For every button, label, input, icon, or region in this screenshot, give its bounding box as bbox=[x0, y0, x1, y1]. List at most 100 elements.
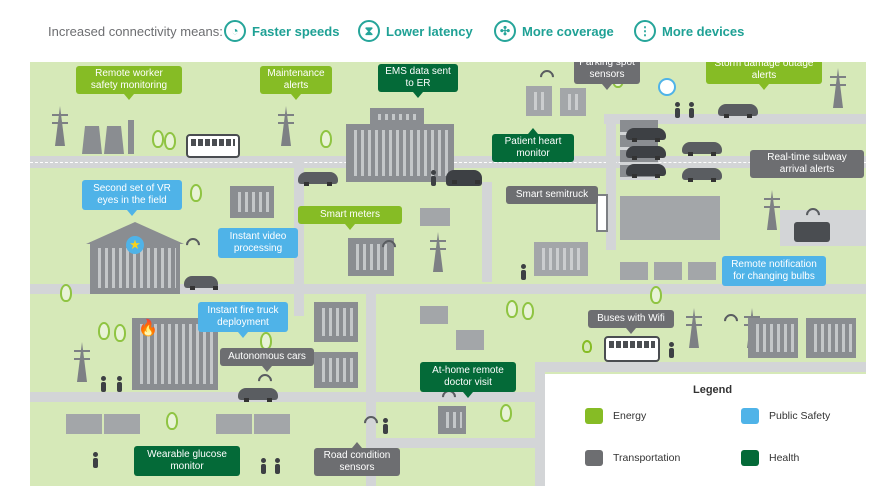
house bbox=[314, 352, 358, 388]
road bbox=[30, 284, 866, 294]
legend-health: Health bbox=[741, 450, 799, 466]
house bbox=[688, 262, 716, 280]
police-station bbox=[90, 242, 180, 294]
legend-energy-swatch bbox=[585, 408, 603, 424]
callout-semitruck: Smart semitruck bbox=[506, 186, 598, 204]
devices-icon: ⋮ bbox=[634, 20, 656, 42]
police-station-roof bbox=[86, 222, 184, 244]
hospital bbox=[346, 124, 454, 182]
store bbox=[534, 242, 588, 276]
road bbox=[604, 114, 866, 124]
tree bbox=[522, 302, 534, 320]
speedometer-icon: ◔ bbox=[224, 20, 246, 42]
apartment-building bbox=[526, 86, 552, 116]
callout-smart-meters: Smart meters bbox=[298, 206, 402, 230]
house bbox=[230, 186, 274, 218]
car bbox=[298, 172, 338, 186]
more-coverage-item: ✣ More coverage bbox=[494, 17, 614, 45]
skateboarder bbox=[92, 452, 98, 468]
house bbox=[748, 318, 798, 358]
callout-bulbs: Remote notification for changing bulbs bbox=[722, 256, 826, 286]
car bbox=[682, 142, 722, 156]
hourglass-icon: ⧗ bbox=[358, 20, 380, 42]
tree bbox=[190, 184, 202, 202]
person bbox=[668, 342, 674, 358]
power-pylon bbox=[52, 106, 68, 146]
person bbox=[674, 102, 680, 118]
expand-icon: ✣ bbox=[494, 20, 516, 42]
power-pylon bbox=[686, 308, 702, 348]
wireless-signal-icon bbox=[361, 413, 381, 433]
header: Increased connectivity means: ◔ Faster s… bbox=[0, 0, 896, 60]
bench bbox=[254, 414, 290, 434]
person bbox=[100, 376, 106, 392]
callout-fire: Instant fire truck deployment bbox=[198, 302, 288, 338]
house bbox=[620, 262, 648, 280]
road bbox=[545, 362, 866, 372]
tree bbox=[506, 300, 518, 318]
tree bbox=[164, 132, 176, 150]
lower-latency-item: ⧗ Lower latency bbox=[358, 17, 473, 45]
person bbox=[116, 376, 122, 392]
more-devices-label: More devices bbox=[662, 23, 745, 39]
tree bbox=[500, 404, 512, 422]
legend-public-safety-swatch bbox=[741, 408, 759, 424]
house bbox=[420, 306, 448, 324]
legend-title: Legend bbox=[693, 384, 733, 396]
road bbox=[366, 284, 376, 486]
house bbox=[456, 330, 484, 350]
house-with-meter bbox=[348, 238, 394, 276]
parked-car bbox=[626, 146, 666, 160]
location-pin-icon bbox=[658, 78, 676, 96]
autonomous-car bbox=[238, 388, 278, 402]
subway-station bbox=[620, 196, 720, 240]
fire-icon: 🔥 bbox=[138, 320, 158, 337]
police-car bbox=[184, 276, 218, 290]
smokestack bbox=[128, 120, 134, 154]
legend: Legend Energy Public Safety Transportati… bbox=[545, 374, 866, 486]
person bbox=[382, 418, 388, 434]
legend-transportation-label: Transportation bbox=[613, 452, 681, 464]
callout-doctor: At-home remote doctor visit bbox=[420, 362, 516, 398]
road bbox=[294, 156, 304, 316]
power-pylon bbox=[830, 68, 846, 108]
person bbox=[260, 458, 266, 474]
tree bbox=[166, 412, 178, 430]
person bbox=[688, 102, 694, 118]
callout-ems: EMS data sent to ER bbox=[378, 64, 458, 98]
callout-glucose: Wearable glucose monitor bbox=[134, 446, 240, 476]
house bbox=[420, 208, 450, 226]
more-devices-item: ⋮ More devices bbox=[634, 17, 744, 45]
doctor-house bbox=[438, 406, 466, 434]
lightbulb-icon bbox=[582, 340, 592, 353]
callout-autonomous: Autonomous cars bbox=[220, 348, 314, 372]
lower-latency-label: Lower latency bbox=[386, 23, 473, 39]
callout-maintenance: Maintenance alerts bbox=[260, 66, 332, 100]
callout-video: Instant video processing bbox=[218, 228, 298, 258]
parked-car bbox=[626, 164, 666, 178]
legend-transportation: Transportation bbox=[585, 450, 680, 466]
legend-health-swatch bbox=[741, 450, 759, 466]
cooling-tower bbox=[82, 126, 102, 154]
wireless-signal-icon bbox=[537, 67, 557, 87]
bench bbox=[216, 414, 252, 434]
faster-speeds-label: Faster speeds bbox=[252, 23, 340, 39]
hospital-tower bbox=[370, 108, 424, 126]
header-intro: Increased connectivity means: bbox=[48, 24, 223, 39]
house bbox=[314, 302, 358, 342]
car bbox=[682, 168, 722, 182]
tree bbox=[60, 284, 72, 302]
callout-subway: Real-time subway arrival alerts bbox=[750, 150, 864, 178]
legend-public-safety-label: Public Safety bbox=[769, 410, 831, 422]
police-star-icon: ★ bbox=[126, 236, 144, 254]
bench bbox=[66, 414, 102, 434]
cooling-tower bbox=[104, 126, 124, 154]
car bbox=[718, 104, 758, 118]
callout-road: Road condition sensors bbox=[314, 442, 400, 476]
city-map: ★ 🔥 Remote worker safet bbox=[30, 62, 866, 486]
legend-transportation-swatch bbox=[585, 450, 603, 466]
legend-energy-label: Energy bbox=[613, 410, 647, 422]
legend-public-safety: Public Safety bbox=[741, 408, 830, 424]
callout-patient: Patient heart monitor bbox=[492, 128, 574, 162]
faster-speeds-item: ◔ Faster speeds bbox=[224, 17, 339, 45]
